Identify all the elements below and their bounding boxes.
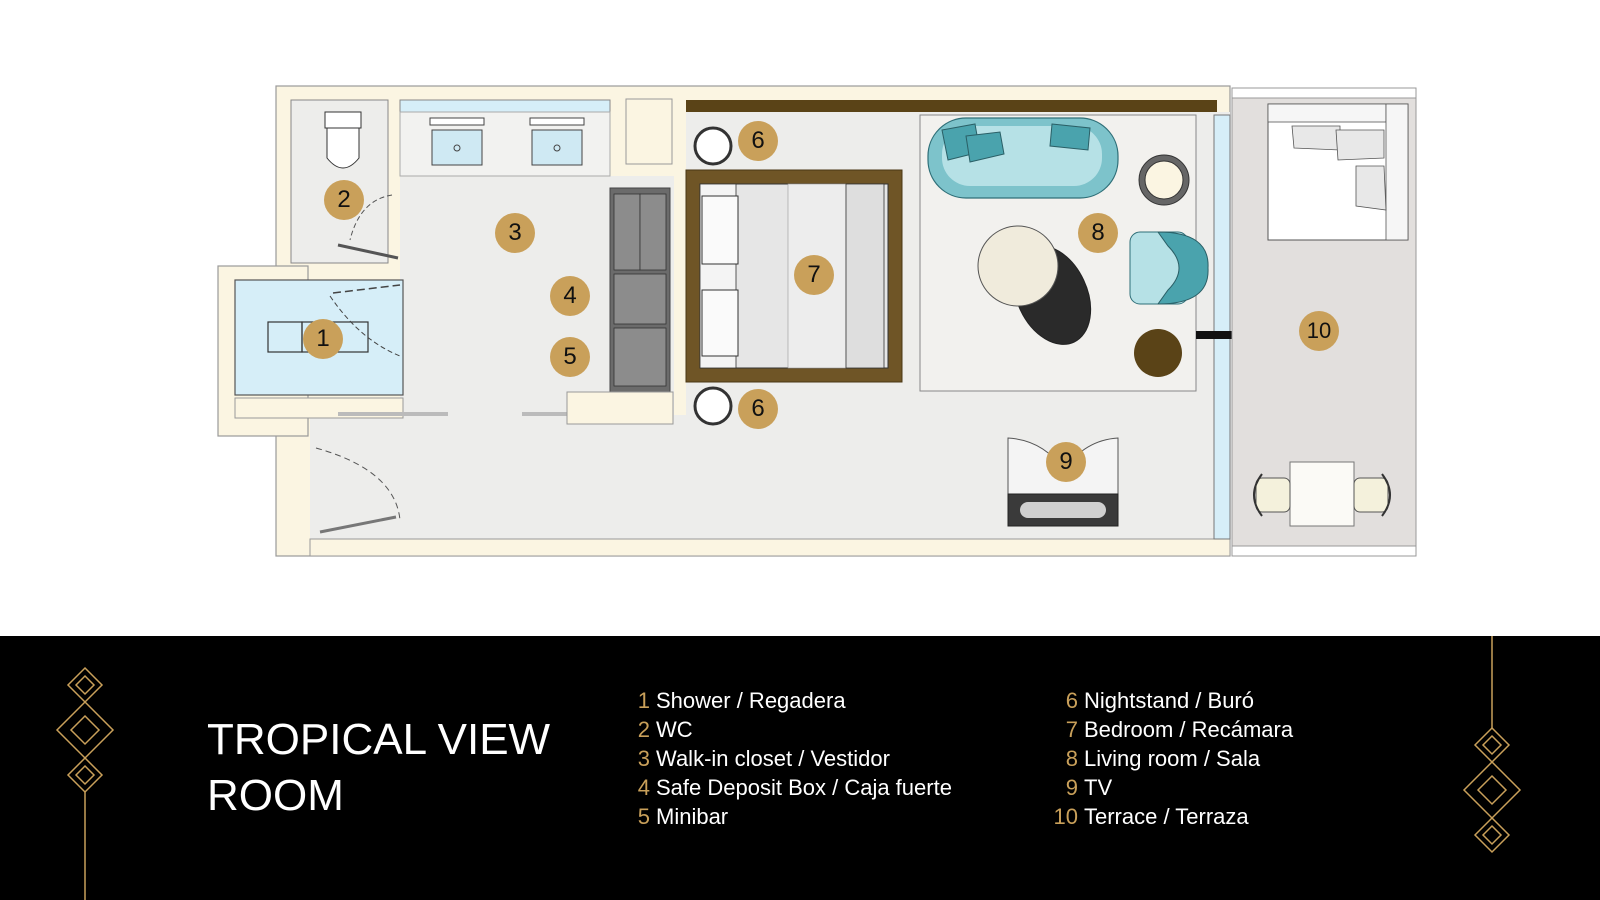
floor-plan: 1 2 3 4 5 6 6 7 8 9 10 xyxy=(217,85,1417,557)
room-marker-8: 8 xyxy=(1078,213,1118,253)
room-marker-3: 3 xyxy=(495,213,535,253)
room-marker-9: 9 xyxy=(1046,442,1086,482)
room-marker-1: 1 xyxy=(303,319,343,359)
room-title-line2: ROOM xyxy=(207,771,344,820)
floor-plan-drawing xyxy=(217,85,1417,557)
room-title-line1: TROPICAL VIEW xyxy=(207,715,551,764)
diamond-ornament-right-icon xyxy=(1462,636,1522,854)
room-marker-10: 10 xyxy=(1299,311,1339,351)
room-marker-6-bottom: 6 xyxy=(738,389,778,429)
room-marker-7: 7 xyxy=(794,255,834,295)
room-marker-5: 5 xyxy=(550,337,590,377)
room-marker-6-top: 6 xyxy=(738,121,778,161)
room-marker-2: 2 xyxy=(324,180,364,220)
legend-footer xyxy=(0,636,1600,900)
room-marker-4: 4 xyxy=(550,276,590,316)
room-title: TROPICAL VIEW ROOM xyxy=(207,712,550,824)
diamond-ornament-left-icon xyxy=(55,666,115,900)
